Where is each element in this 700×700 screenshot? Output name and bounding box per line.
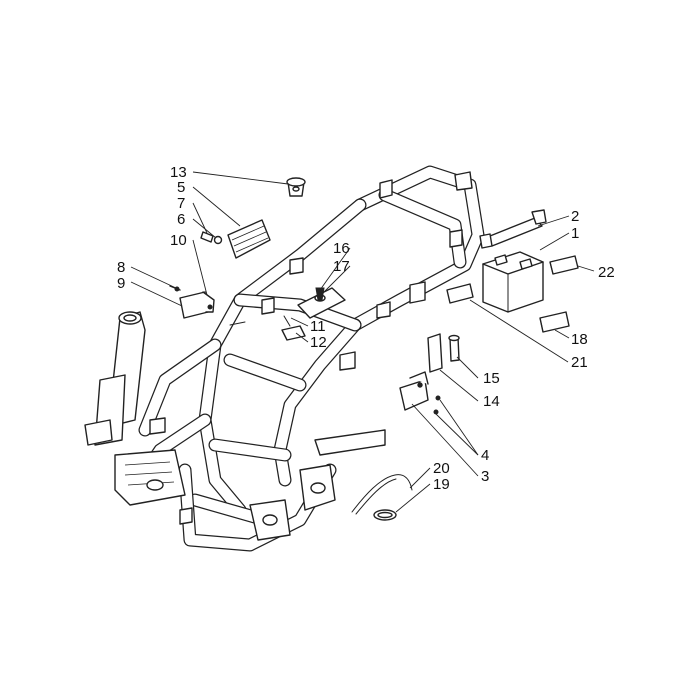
part-6-7-screw-washer[interactable] bbox=[200, 231, 223, 245]
part-19-clamp[interactable] bbox=[373, 509, 397, 521]
part-16-17-pad[interactable] bbox=[297, 287, 346, 319]
part-3-relay[interactable] bbox=[399, 371, 441, 415]
part-18-foam-pad[interactable] bbox=[539, 311, 570, 333]
callout-5: 5 bbox=[177, 179, 185, 196]
callout-6: 6 bbox=[177, 211, 185, 228]
callout-8: 8 bbox=[117, 259, 125, 276]
callout-13: 13 bbox=[170, 164, 187, 181]
callout-22: 22 bbox=[598, 264, 615, 281]
callout-7: 7 bbox=[177, 195, 185, 212]
part-22-foam-pad[interactable] bbox=[549, 255, 579, 275]
callout-14: 14 bbox=[483, 393, 500, 410]
leader-lines bbox=[130, 171, 595, 513]
callout-15: 15 bbox=[483, 370, 500, 387]
callout-16: 16 bbox=[333, 240, 350, 257]
callout-18: 18 bbox=[571, 331, 588, 348]
callout-20: 20 bbox=[433, 460, 450, 477]
part-5-grille[interactable] bbox=[227, 219, 271, 259]
callout-labels: 13 5 7 6 10 8 9 16 17 11 12 2 1 22 18 21… bbox=[117, 164, 615, 493]
callout-10: 10 bbox=[170, 232, 187, 249]
part-9-10-bracket[interactable] bbox=[169, 285, 215, 319]
callout-9: 9 bbox=[117, 275, 125, 292]
part-1-battery[interactable] bbox=[482, 251, 544, 313]
callout-4: 4 bbox=[481, 447, 489, 464]
part-2-battery-strap[interactable] bbox=[479, 209, 547, 249]
callout-2: 2 bbox=[571, 208, 579, 225]
part-14-plate[interactable] bbox=[427, 333, 443, 373]
part-13-rubber-plug[interactable] bbox=[286, 177, 306, 197]
callout-17: 17 bbox=[333, 258, 350, 275]
part-20-cable[interactable] bbox=[351, 474, 413, 515]
part-15-screw[interactable] bbox=[448, 334, 460, 362]
callout-11: 11 bbox=[310, 318, 326, 335]
part-21-foam-pad[interactable] bbox=[446, 283, 474, 304]
callout-1: 1 bbox=[571, 225, 579, 242]
scooter-frame bbox=[84, 165, 485, 552]
part-11-12-clip[interactable] bbox=[281, 315, 306, 341]
callout-12: 12 bbox=[310, 334, 327, 351]
callout-3: 3 bbox=[481, 468, 489, 485]
callout-21: 21 bbox=[571, 354, 588, 371]
callout-19: 19 bbox=[433, 476, 450, 493]
